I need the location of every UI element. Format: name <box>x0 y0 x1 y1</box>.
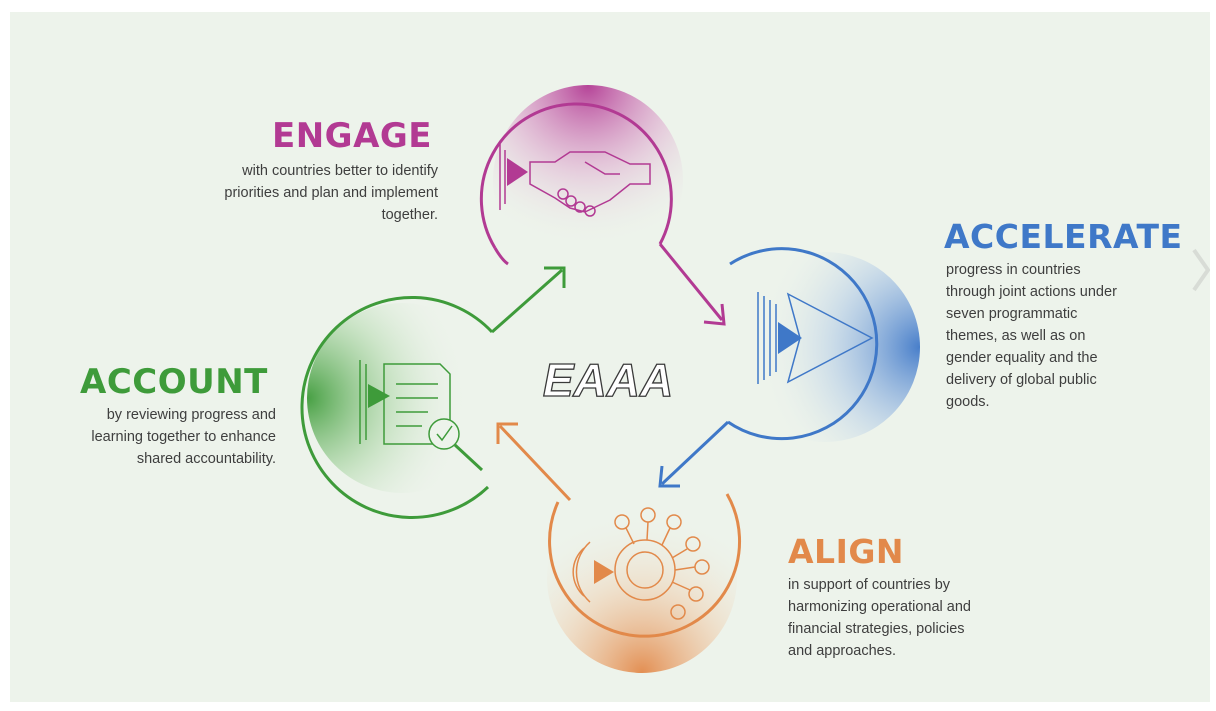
align-to-account-arrow <box>496 422 572 502</box>
cycle-graphic: EAAA <box>300 85 1210 673</box>
account-line: by reviewing progress and <box>106 407 276 423</box>
account-to-engage-arrow <box>491 266 566 334</box>
engage-line: priorities and plan and implement <box>224 185 438 201</box>
engage-to-accelerate-arrow <box>658 243 726 326</box>
accelerate-description: progress in countries through joint acti… <box>946 259 1117 413</box>
account-line: learning together to enhance <box>91 429 276 445</box>
account-description: by reviewing progress and learning toget… <box>91 404 276 470</box>
account-title: ACCOUNT <box>80 362 268 402</box>
align-title: ALIGN <box>788 532 905 571</box>
accelerate-line: goods. <box>946 394 990 410</box>
eaaa-diagram: EAAA ENGAGE with countries better to ide… <box>10 12 1210 702</box>
fast-forward-icon <box>757 292 874 384</box>
align-description: in support of countries by harmonizing o… <box>788 574 971 662</box>
accelerate-title: ACCELERATE <box>944 217 1183 256</box>
align-line: and approaches. <box>788 643 897 659</box>
accelerate-line: delivery of global public <box>946 372 1097 388</box>
handshake-icon <box>499 144 651 217</box>
accelerate-circle <box>727 247 920 442</box>
center-label: EAAA <box>543 354 673 406</box>
engage-line: together. <box>381 207 438 223</box>
account-circle <box>300 296 497 519</box>
engage-title: ENGAGE <box>272 116 433 156</box>
accelerate-line: themes, as well as on <box>946 328 1086 344</box>
accelerate-to-align-arrow <box>658 420 730 488</box>
account-line: shared accountability. <box>136 451 276 467</box>
document-review-icon <box>359 360 484 472</box>
align-line: in support of countries by <box>788 577 951 593</box>
accelerate-line: gender equality and the <box>946 350 1098 366</box>
engage-description: with countries better to identify priori… <box>224 160 438 226</box>
align-line: financial strategies, policies <box>788 621 965 637</box>
accelerate-line: progress in countries <box>946 262 1081 278</box>
engage-circle <box>479 85 683 275</box>
align-circle <box>547 483 742 673</box>
accelerate-line: seven programmatic <box>946 306 1078 322</box>
accelerate-line: through joint actions under <box>946 284 1117 300</box>
network-hub-icon <box>572 507 710 620</box>
align-line: harmonizing operational and <box>788 599 971 615</box>
next-chevron-icon[interactable] <box>1192 248 1210 292</box>
engage-line: with countries better to identify <box>242 163 438 179</box>
